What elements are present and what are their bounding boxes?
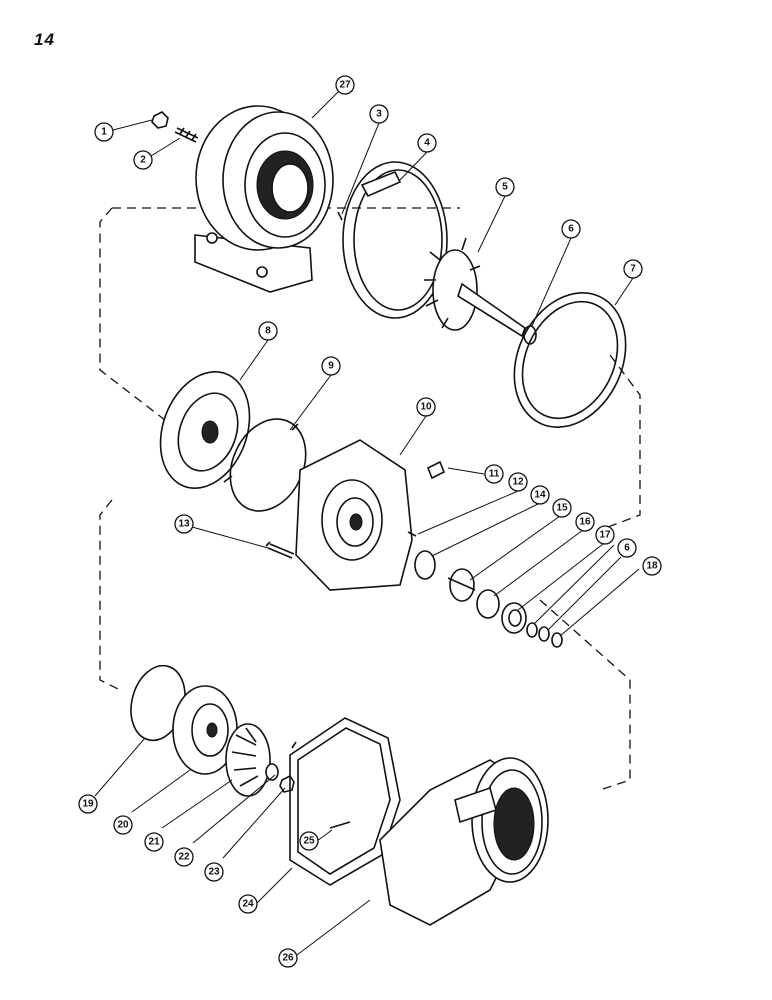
svg-text:20: 20 xyxy=(117,820,129,831)
callout-13: 13 xyxy=(174,514,194,534)
callout-27: 27 xyxy=(335,75,355,95)
compressor-housing-icon xyxy=(379,757,549,926)
compressor-wheel-icon xyxy=(225,723,279,797)
turbine-wheel-shaft-icon xyxy=(424,237,526,338)
v-band-clamp-icon xyxy=(342,161,448,319)
bearing-icon xyxy=(501,602,527,634)
callout-6-upper: 6 xyxy=(561,219,581,239)
svg-text:6: 6 xyxy=(624,543,630,554)
callout-3: 3 xyxy=(369,104,389,124)
callout-15: 15 xyxy=(552,498,572,518)
svg-text:2: 2 xyxy=(140,155,146,166)
snap-ring-icon xyxy=(476,589,500,619)
compressor-backplate-icon xyxy=(172,685,238,775)
callout-8: 8 xyxy=(258,321,278,341)
gasket-ring-icon xyxy=(513,292,627,428)
svg-text:13: 13 xyxy=(178,519,190,530)
svg-text:4: 4 xyxy=(424,138,430,149)
svg-text:19: 19 xyxy=(82,799,94,810)
svg-text:17: 17 xyxy=(599,530,611,541)
callout-19: 19 xyxy=(78,794,98,814)
callout-5: 5 xyxy=(495,177,515,197)
washer-icon xyxy=(291,741,297,749)
svg-text:6: 6 xyxy=(568,224,574,235)
svg-text:27: 27 xyxy=(339,80,351,91)
heat-shield-icon xyxy=(159,371,251,489)
svg-text:25: 25 xyxy=(303,836,315,847)
svg-text:1: 1 xyxy=(101,127,107,138)
callout-6-lower: 6 xyxy=(617,538,637,558)
gasket-icon xyxy=(289,717,401,886)
svg-text:11: 11 xyxy=(489,469,500,480)
callout-17: 17 xyxy=(595,525,615,545)
thrust-collar-icon xyxy=(414,550,476,602)
svg-text:10: 10 xyxy=(420,402,432,413)
page-number: 14 xyxy=(34,30,55,49)
svg-text:7: 7 xyxy=(630,264,636,275)
svg-text:21: 21 xyxy=(148,837,160,848)
callout-26: 26 xyxy=(278,948,298,968)
nut-icon xyxy=(151,111,169,129)
pin-icon xyxy=(337,211,343,221)
callout-21: 21 xyxy=(144,832,164,852)
callout-24: 24 xyxy=(238,894,258,914)
svg-text:3: 3 xyxy=(376,109,382,120)
callout-9: 9 xyxy=(321,356,341,376)
nut-icon xyxy=(279,774,295,793)
callout-22: 22 xyxy=(174,847,194,867)
leader-lines xyxy=(94,91,640,956)
callout-25: 25 xyxy=(299,831,319,851)
pin-icon xyxy=(329,821,351,829)
callout-18: 18 xyxy=(642,556,662,576)
plug-icon xyxy=(426,460,446,480)
callout-11: 11 xyxy=(484,464,504,484)
pin-icon xyxy=(407,531,417,537)
svg-text:23: 23 xyxy=(208,867,220,878)
center-housing-icon xyxy=(295,439,413,591)
svg-text:24: 24 xyxy=(242,899,254,910)
svg-text:26: 26 xyxy=(282,953,294,964)
callout-12: 12 xyxy=(508,472,528,492)
stud-icon xyxy=(174,127,199,143)
callout-7: 7 xyxy=(623,259,643,279)
svg-text:16: 16 xyxy=(579,517,591,528)
callout-4: 4 xyxy=(417,133,437,153)
callout-10: 10 xyxy=(416,397,436,417)
svg-text:15: 15 xyxy=(556,503,568,514)
svg-text:18: 18 xyxy=(646,561,658,572)
callout-1: 1 xyxy=(94,122,114,142)
svg-text:9: 9 xyxy=(328,361,334,372)
svg-text:5: 5 xyxy=(502,182,508,193)
svg-text:22: 22 xyxy=(178,852,190,863)
washer-icon xyxy=(526,622,563,648)
turbine-housing-icon xyxy=(194,105,334,293)
callout-20: 20 xyxy=(113,815,133,835)
callout-16: 16 xyxy=(575,512,595,532)
callout-2: 2 xyxy=(133,150,153,170)
callout-14: 14 xyxy=(530,485,550,505)
callout-23: 23 xyxy=(204,862,224,882)
bolt-icon xyxy=(265,541,295,559)
svg-text:12: 12 xyxy=(512,477,524,488)
svg-text:14: 14 xyxy=(534,490,546,501)
svg-text:8: 8 xyxy=(265,326,271,337)
